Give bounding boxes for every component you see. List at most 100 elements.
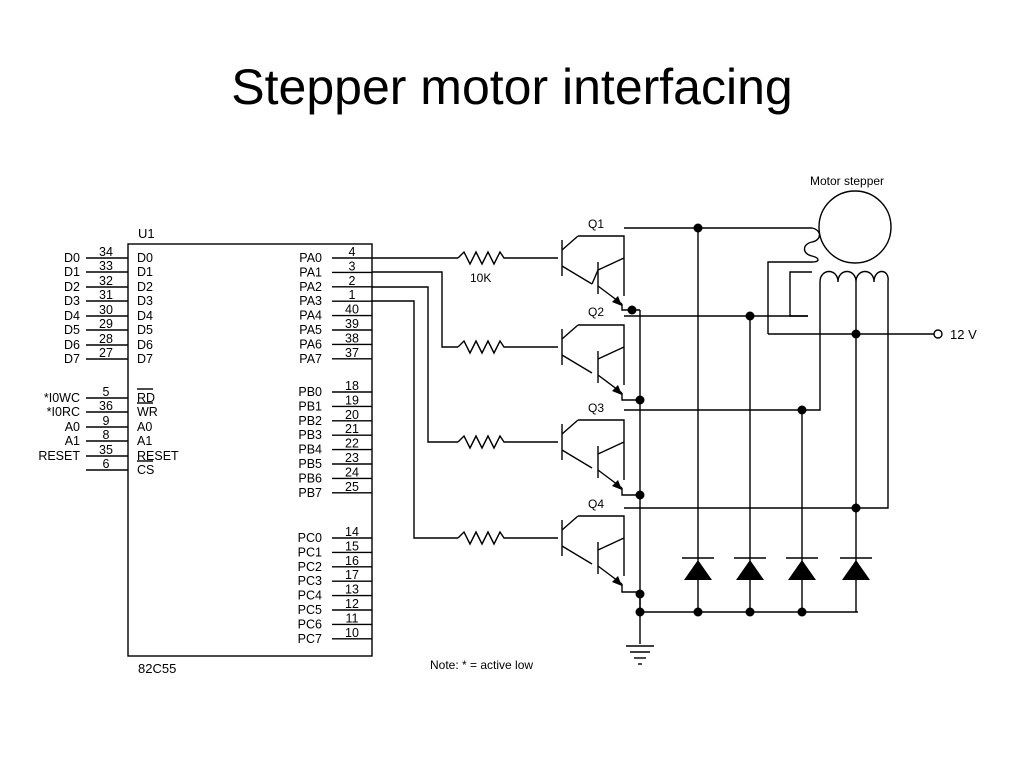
left-pin-number: 34 (99, 245, 113, 259)
left-pin-name: D2 (137, 280, 153, 294)
left-pin-name: D0 (137, 251, 153, 265)
right-pin-number: 3 (349, 259, 356, 273)
left-pin-signal: D7 (64, 352, 80, 366)
q4-label: Q4 (588, 497, 604, 511)
slide-title: Stepper motor interfacing (231, 59, 793, 115)
right-pin-number: 22 (345, 437, 359, 451)
resistors (457, 250, 512, 546)
right-pin-number: 38 (345, 331, 359, 345)
right-pin-name: PB0 (298, 385, 322, 399)
left-pin-signal: *I0WC (44, 391, 80, 405)
right-pin-name: PC5 (298, 603, 322, 617)
left-pin-name: CS (137, 463, 154, 477)
right-pin-number: 14 (345, 525, 359, 539)
left-pin-signal: D2 (64, 280, 80, 294)
right-pin-number: 40 (345, 303, 359, 317)
q3-label: Q3 (588, 401, 604, 415)
transistor-q3 (512, 419, 640, 496)
left-pin-number: 36 (99, 399, 113, 413)
left-pin-name: A1 (137, 434, 152, 448)
left-pin-number: 28 (99, 332, 113, 346)
left-pin-signal: D5 (64, 323, 80, 337)
diode-d3 (788, 560, 816, 580)
left-pin-name: D4 (137, 309, 153, 323)
right-pin-number: 39 (345, 317, 359, 331)
left-pin-signal: RESET (38, 449, 80, 463)
left-pin-number: 32 (99, 274, 113, 288)
right-pin-number: 10 (345, 626, 359, 640)
left-pin-signal: D1 (64, 265, 80, 279)
left-pin-name: D5 (137, 323, 153, 337)
right-pin-name: PB2 (298, 414, 322, 428)
stepper-motor (767, 190, 943, 339)
right-pin-number: 17 (345, 568, 359, 582)
right-pin-number: 37 (345, 346, 359, 360)
right-pin-number: 1 (349, 288, 356, 302)
right-pin-number: 4 (349, 245, 356, 259)
transistor-q2 (512, 324, 640, 401)
right-pin-name: PC4 (298, 589, 322, 603)
right-pin-name: PA5 (299, 323, 322, 337)
left-pin-name: RD (137, 391, 155, 405)
right-pin-name: PB7 (298, 486, 322, 500)
left-pin-number: 6 (103, 457, 110, 471)
left-pin-signal: D4 (64, 309, 80, 323)
left-pin-number: 35 (99, 443, 113, 457)
right-pin-name: PC0 (298, 531, 322, 545)
right-pin-number: 11 (346, 611, 359, 625)
left-pin-number: 31 (99, 288, 113, 302)
junction-dots (627, 223, 861, 617)
left-pin-signal: A1 (65, 434, 80, 448)
right-pin-number: 16 (345, 554, 359, 568)
right-pin-name: PB6 (298, 471, 322, 485)
left-pin-signal: *I0RC (47, 405, 80, 419)
right-pin-name: PA7 (299, 352, 322, 366)
right-pin-number: 15 (345, 539, 359, 553)
right-pin-name: PC3 (298, 574, 322, 588)
left-pin-name: D7 (137, 352, 153, 366)
resistor-r3 (457, 434, 512, 450)
right-pin-name: PC1 (298, 545, 322, 559)
right-pin-number: 19 (345, 393, 359, 407)
right-pin-number: 25 (345, 480, 359, 494)
right-pin-number: 18 (345, 379, 359, 393)
right-pin-name: PB1 (298, 399, 322, 413)
q1-label: Q1 (588, 217, 604, 231)
left-pin-name: D6 (137, 338, 153, 352)
chip-part-label: 82C55 (138, 661, 176, 676)
q2-label: Q2 (588, 305, 604, 319)
right-pin-name: PA3 (299, 294, 322, 308)
port-a-wires (372, 257, 458, 539)
right-pin-name: PB3 (298, 428, 322, 442)
motor-label: Motor stepper (810, 174, 884, 188)
right-pin-name: PC6 (298, 617, 322, 631)
left-pin-name: RESET (137, 449, 179, 463)
left-pin-name: A0 (137, 420, 152, 434)
right-pin-name: PC7 (298, 632, 322, 646)
left-pin-number: 8 (103, 428, 110, 442)
resistor-r1 (457, 250, 512, 266)
left-pin-signal: D6 (64, 338, 80, 352)
resistor-r4 (457, 530, 512, 546)
note-text: Note: * = active low (430, 658, 533, 672)
right-pin-name: PA6 (299, 337, 322, 351)
left-pin-name: WR (137, 405, 158, 419)
coil-wiring (624, 227, 889, 644)
right-pin-number: 12 (345, 597, 359, 611)
diode-d2 (736, 560, 764, 580)
left-pin-number: 5 (103, 385, 110, 399)
chip-ref-label: U1 (138, 226, 155, 241)
right-pin-name: PB5 (298, 457, 322, 471)
right-pin-name: PA0 (299, 251, 322, 265)
diode-d1 (684, 560, 712, 580)
right-pin-name: PC2 (298, 560, 322, 574)
left-pin-signal: D0 (64, 251, 80, 265)
left-pin-number: 33 (99, 259, 113, 273)
left-pin-signal: A0 (65, 420, 80, 434)
resistor-r2 (457, 339, 512, 355)
left-pin-name: D3 (137, 294, 153, 308)
right-pin-number: 24 (345, 465, 359, 479)
